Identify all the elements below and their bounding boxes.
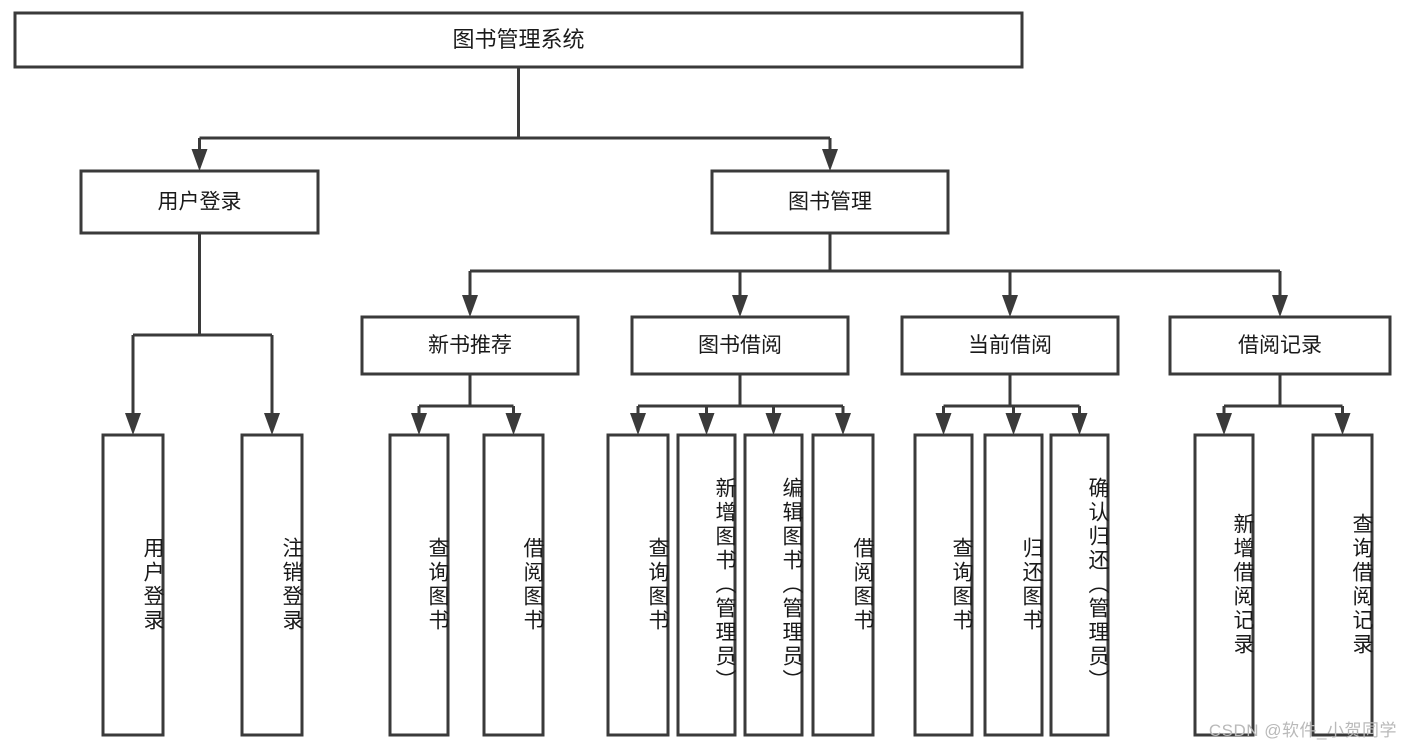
arrow-head-icon	[462, 295, 478, 317]
node-box-leaf-logout[interactable]	[240, 433, 304, 737]
node-label-undefined: 图书管理系统	[452, 27, 584, 52]
node-box-book-borrow[interactable]	[630, 315, 850, 376]
node-label-book-borrow: 图书借阅	[698, 334, 782, 357]
node-label-new-book-recommend: 新书推荐	[428, 334, 512, 357]
arrow-head-icon	[935, 413, 952, 435]
arrow-head-icon	[698, 413, 715, 435]
connectors-layer	[125, 67, 1351, 435]
node-box-leaf-user-login[interactable]	[101, 433, 165, 737]
node-label-borrow-record: 借阅记录	[1238, 334, 1322, 357]
arrow-head-icon	[1002, 295, 1018, 317]
arrow-head-icon	[411, 413, 427, 435]
node-label-book-manage: 图书管理	[788, 191, 872, 214]
node-box-leaf-confirm-return[interactable]	[1049, 433, 1110, 737]
watermark-text: CSDN @软件_小贺同学	[1208, 721, 1397, 740]
node-box-undefined[interactable]	[13, 11, 1024, 69]
arrow-head-icon	[765, 413, 782, 435]
node-label-current-borrow: 当前借阅	[968, 334, 1052, 357]
arrow-head-icon	[732, 295, 748, 317]
node-box-leaf-add-book[interactable]	[676, 433, 737, 737]
arrow-head-icon	[822, 149, 838, 171]
node-box-book-manage[interactable]	[710, 169, 950, 235]
arrow-head-icon	[1334, 413, 1351, 435]
arrow-head-icon	[1216, 413, 1232, 435]
node-box-leaf-query-book-3[interactable]	[913, 433, 974, 737]
arrow-head-icon	[1272, 295, 1288, 317]
node-box-leaf-query-record[interactable]	[1311, 433, 1374, 737]
boxes-layer	[13, 11, 1392, 737]
node-box-leaf-edit-book[interactable]	[743, 433, 804, 737]
node-label-user-login: 用户登录	[158, 191, 242, 214]
node-box-leaf-add-record[interactable]	[1193, 433, 1255, 737]
node-box-leaf-borrow-book-2[interactable]	[811, 433, 875, 737]
node-box-leaf-borrow-book-1[interactable]	[482, 433, 545, 737]
arrow-head-icon	[264, 413, 280, 435]
node-box-borrow-record[interactable]	[1168, 315, 1392, 376]
arrow-head-icon	[191, 149, 208, 171]
node-box-user-login[interactable]	[79, 169, 320, 235]
node-box-new-book-recommend[interactable]	[360, 315, 580, 376]
arrow-head-icon	[505, 413, 522, 435]
arrow-head-icon	[1071, 413, 1088, 435]
arrow-head-icon	[630, 413, 646, 435]
node-box-leaf-return-book[interactable]	[983, 433, 1044, 737]
node-box-current-borrow[interactable]	[900, 315, 1120, 376]
node-box-leaf-query-book-2[interactable]	[606, 433, 670, 737]
arrow-head-icon	[835, 413, 851, 435]
node-box-leaf-query-book-1[interactable]	[388, 433, 450, 737]
arrow-head-icon	[1005, 413, 1022, 435]
arrow-head-icon	[125, 413, 141, 435]
